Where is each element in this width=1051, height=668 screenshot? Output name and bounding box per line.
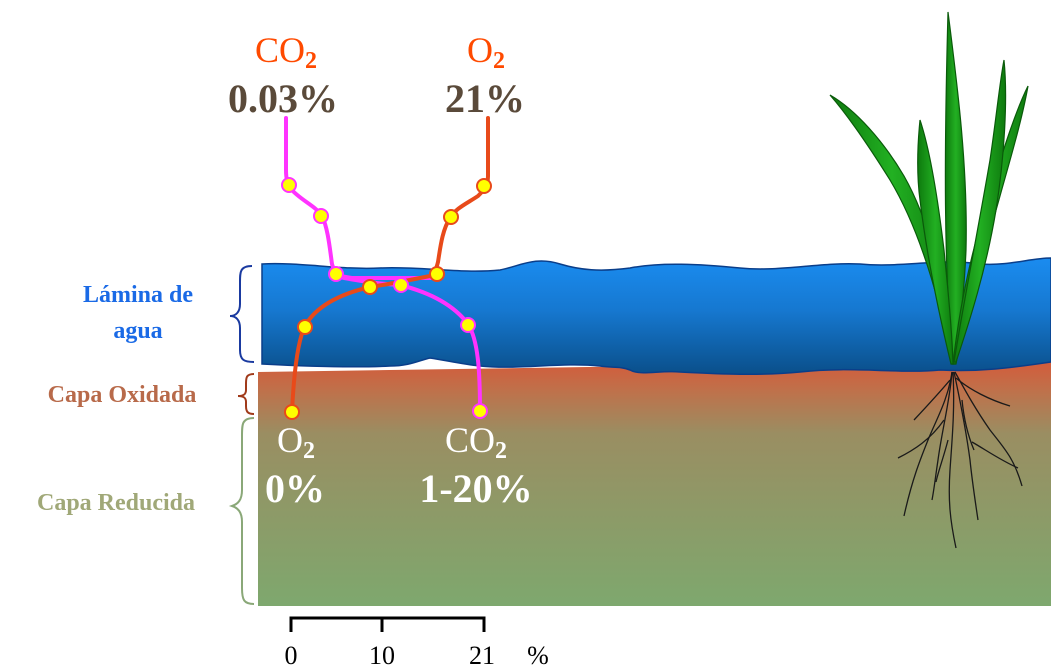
- rice-plant-icon: [829, 11, 1029, 549]
- marker-dot-icon: [429, 266, 445, 282]
- o2-profile-curve: [290, 116, 490, 414]
- soil-layers: [258, 360, 1051, 606]
- soil-block: [258, 360, 1051, 606]
- marker-dot-icon: [284, 404, 300, 420]
- profile-markers: [281, 177, 492, 420]
- marker-dot-icon: [281, 177, 297, 193]
- scale-tick-0: 0: [285, 641, 298, 668]
- label-water-line2: agua: [113, 318, 162, 344]
- label-water-line1: Lámina de: [83, 282, 193, 308]
- top-o2-label: O2: [467, 30, 505, 74]
- bottom-o2-value: 0%: [265, 466, 325, 511]
- bottom-co2-label: CO2: [445, 420, 507, 464]
- marker-dot-icon: [443, 209, 459, 225]
- scale-tick-10: 10: [369, 641, 395, 668]
- top-o2-value: 21%: [445, 76, 525, 121]
- marker-dot-icon: [313, 208, 329, 224]
- marker-dot-icon: [476, 178, 492, 194]
- scale-line: [289, 616, 486, 632]
- leaf-inner-left: [917, 119, 954, 365]
- marker-dot-icon: [328, 266, 344, 282]
- scale-bar: 0 10 21 %: [285, 616, 549, 668]
- marker-dot-icon: [393, 277, 409, 293]
- marker-dot-icon: [297, 319, 313, 335]
- bottom-co2-value: 1-20%: [419, 466, 532, 511]
- brace-water-icon: [229, 265, 255, 363]
- bottom-o2-label: O2: [277, 420, 315, 464]
- brace-oxidized-icon: [237, 373, 255, 415]
- scale-unit: %: [527, 641, 549, 668]
- top-co2-value: 0.03%: [228, 76, 338, 121]
- label-reduced: Capa Reducida: [37, 490, 195, 516]
- roots: [897, 371, 1023, 549]
- leaf-mid-right: [953, 59, 1007, 363]
- marker-dot-icon: [460, 317, 476, 333]
- marker-dot-icon: [472, 403, 488, 419]
- scale-tick-21: 21: [469, 641, 495, 668]
- label-oxidized: Capa Oxidada: [48, 382, 197, 408]
- marker-dot-icon: [362, 279, 378, 295]
- brace-reduced-icon: [228, 417, 255, 605]
- top-co2-label: CO2: [255, 30, 317, 74]
